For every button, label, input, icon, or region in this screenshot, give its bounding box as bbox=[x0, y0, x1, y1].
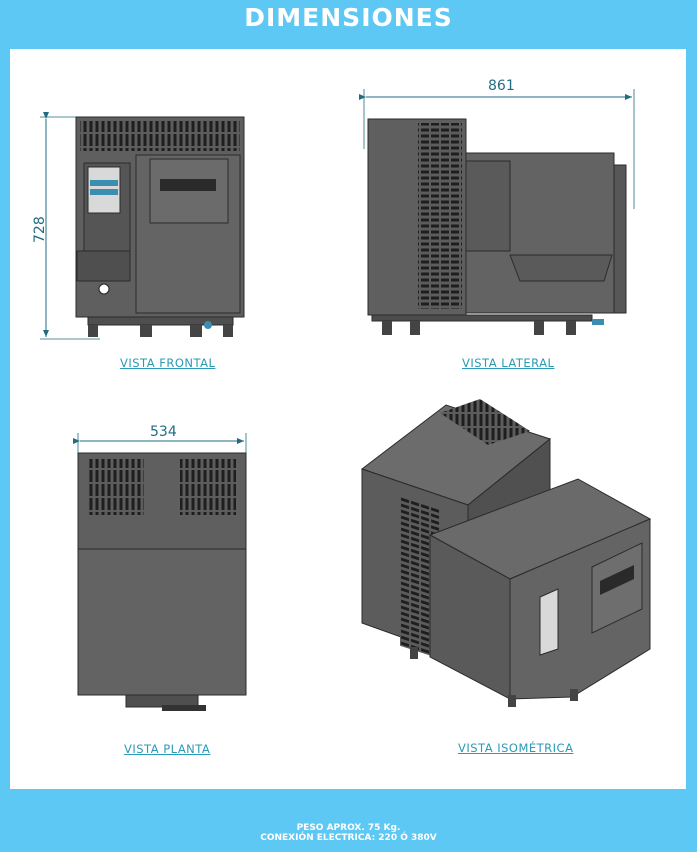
specs-footer: PESO APROX. 75 Kg. CONEXIÓN ELECTRICA: 2… bbox=[0, 823, 697, 843]
weight-spec: PESO APROX. 75 Kg. bbox=[296, 823, 401, 833]
top-view-label: VISTA PLANTA bbox=[124, 742, 211, 756]
top-width-dimension: 534 bbox=[150, 424, 177, 440]
drawings-panel: 728 861 534 VISTA FRONTAL VISTA LATERAL … bbox=[10, 49, 686, 789]
isometric-view-drawing bbox=[360, 399, 652, 707]
page-title: DIMENSIONES bbox=[244, 3, 453, 32]
top-view-drawing bbox=[73, 433, 247, 711]
side-view-label: VISTA LATERAL bbox=[462, 356, 555, 370]
front-height-dimension: 728 bbox=[32, 216, 48, 243]
side-view-drawing bbox=[359, 89, 635, 335]
front-view-drawing bbox=[40, 112, 245, 340]
front-view-label: VISTA FRONTAL bbox=[120, 356, 216, 370]
isometric-view-label: VISTA ISOMÉTRICA bbox=[458, 741, 574, 755]
side-depth-dimension: 861 bbox=[488, 78, 515, 94]
technical-drawings bbox=[40, 89, 652, 711]
electrical-spec: CONEXIÓN ELECTRICA: 220 Ó 380V bbox=[260, 833, 437, 843]
